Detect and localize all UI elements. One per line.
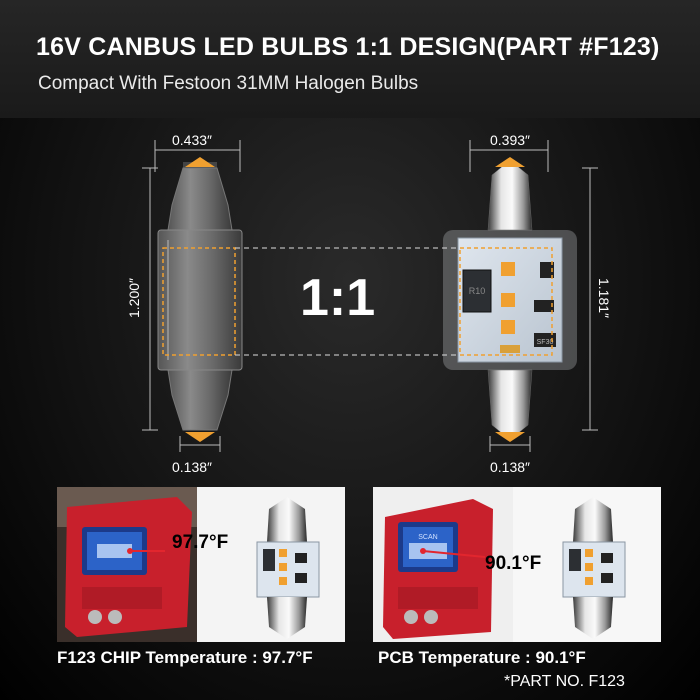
right-width-label: 0.393″	[490, 132, 530, 148]
header-bar	[0, 0, 700, 118]
page-title: 16V CANBUS LED BULBS 1:1 DESIGN(PART #F1…	[36, 33, 660, 61]
page-subtitle: Compact With Festoon 31MM Halogen Bulbs	[38, 73, 419, 94]
led-bulb: R10 SF30	[443, 157, 577, 442]
chip-temperature-reading: 97.7°F	[172, 532, 229, 553]
resistor-mark: R10	[469, 286, 486, 296]
chip-temperature-panel: 97.7°F	[57, 487, 345, 642]
pcb-temperature-reading: 90.1°F	[485, 553, 542, 574]
left-cap-label: 0.138″	[172, 459, 212, 475]
left-length-label: 1.200″	[126, 278, 142, 318]
right-cap-label: 0.138″	[490, 459, 530, 475]
left-dimension-lines	[142, 140, 241, 452]
pcb-test-photo: SCAN	[373, 487, 661, 642]
thermometer-mode: SCAN	[418, 534, 437, 541]
bulb-comparison-diagram: R10 SF30	[142, 140, 598, 452]
chip-temperature-caption: F123 CHIP Temperature : 97.7°F	[57, 648, 313, 667]
comparison-guides	[162, 247, 553, 356]
left-width-label: 0.433″	[172, 132, 212, 148]
pcb-temperature-panel: SCAN 90.1°F	[373, 487, 661, 642]
halogen-bulb	[157, 157, 243, 442]
part-number: *PART NO. F123	[504, 673, 625, 690]
right-length-label: 1.181″	[596, 278, 612, 318]
chip-mark: SF30	[537, 339, 554, 346]
right-dimension-lines	[469, 140, 598, 452]
ratio-label: 1:1	[300, 269, 376, 327]
chip-test-photo	[57, 487, 345, 642]
pcb-temperature-caption: PCB Temperature : 90.1°F	[378, 648, 586, 667]
